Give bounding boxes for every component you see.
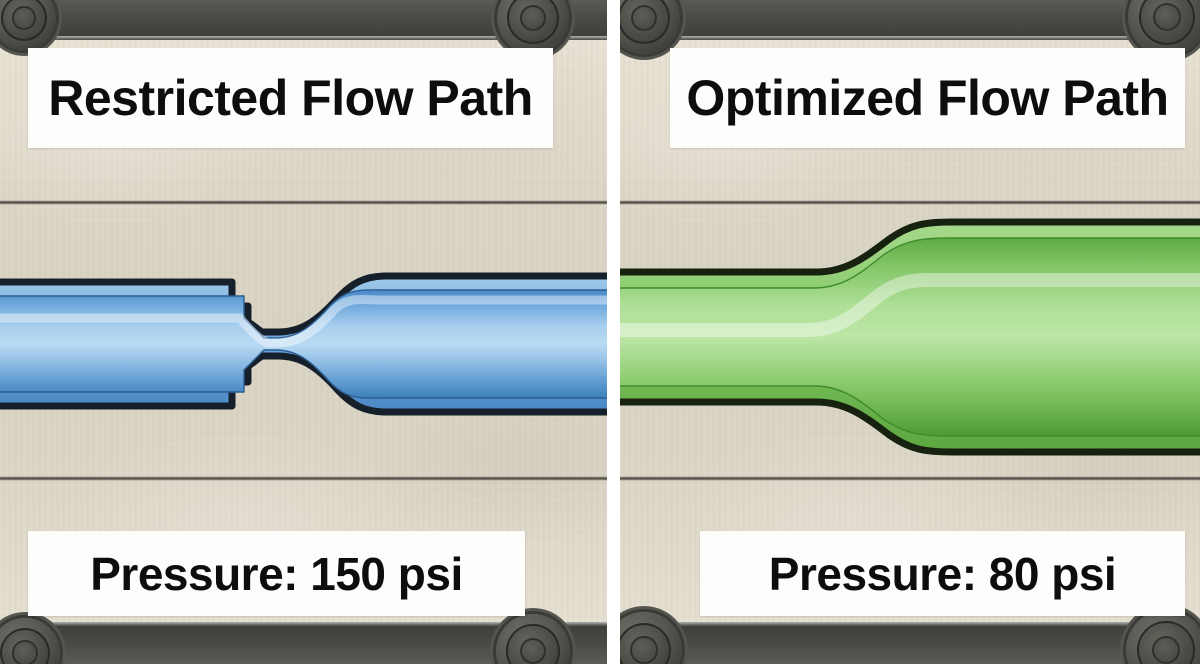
- bolt-boss-icon: [0, 0, 56, 50]
- bolt-boss-icon: [1128, 0, 1200, 56]
- top-mounting-rail: [620, 0, 1200, 40]
- bottom-mounting-rail: [620, 622, 1200, 664]
- pressure-readout-plaque: Pressure: 80 psi: [700, 531, 1185, 616]
- panel-optimized-flow: Optimized Flow Path Pressure: 80 psi: [620, 0, 1200, 664]
- plate-groove-line: [620, 476, 1200, 481]
- panel-title-plaque: Optimized Flow Path: [670, 48, 1185, 148]
- pressure-readout-plaque: Pressure: 150 psi: [28, 531, 525, 616]
- pressure-readout-text: Pressure: 150 psi: [90, 547, 463, 600]
- restricted-flow-channel: [0, 272, 607, 416]
- pressure-readout-text: Pressure: 80 psi: [768, 547, 1117, 600]
- plate-groove-line: [0, 200, 607, 205]
- panel-title-plaque: Restricted Flow Path: [28, 48, 553, 148]
- bolt-boss-icon: [620, 612, 682, 664]
- bolt-boss-icon: [1126, 610, 1200, 664]
- panel-title-text: Optimized Flow Path: [686, 70, 1169, 126]
- panel-restricted-flow: Restricted Flow Path Pressure: 150 psi: [0, 0, 607, 664]
- optimized-flow-channel: [620, 218, 1200, 456]
- plate-groove-line: [0, 476, 607, 481]
- plate-groove-line: [620, 200, 1200, 205]
- panel-title-text: Restricted Flow Path: [48, 70, 533, 126]
- panel-divider: [607, 0, 620, 664]
